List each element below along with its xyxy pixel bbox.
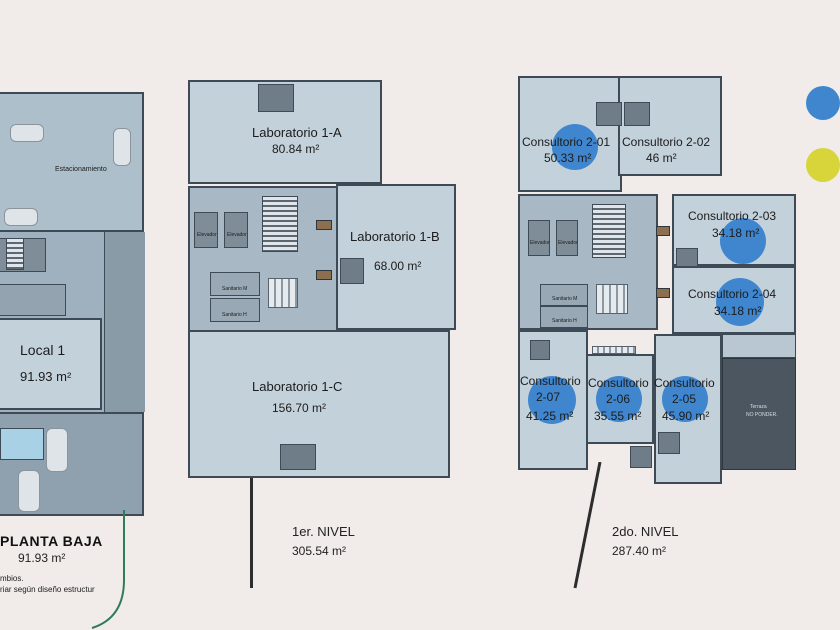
consultorio-202-room <box>618 76 722 176</box>
restroom-icon <box>280 444 316 470</box>
sanitario-h-room <box>210 298 260 322</box>
elevator-left <box>528 220 550 256</box>
local-1-area: 91.93 m² <box>20 369 72 384</box>
nivel-1-pointer-line <box>250 478 253 588</box>
consultorio-205-marker <box>662 376 708 422</box>
elevator-right <box>556 220 578 256</box>
laboratorio-1c-room <box>188 330 450 478</box>
desk-icon <box>316 270 332 280</box>
consultorio-206-marker <box>596 376 642 422</box>
consultorio-203-area: 34.18 m² <box>712 226 760 240</box>
sanitario-m-label-2: Sanitario M <box>552 296 578 302</box>
bench-row <box>596 284 628 314</box>
nivel-2-stairs <box>592 204 626 258</box>
nivel-1-stairs <box>262 196 298 252</box>
laboratorio-1b-area: 68.00 m² <box>374 259 422 273</box>
elevador-label-left-2: Elevador <box>530 240 550 246</box>
consultorio-205-name-a: Consultorio <box>654 376 715 390</box>
elevador-label-right-2: Elevador <box>558 240 578 246</box>
desk-icon <box>316 220 332 230</box>
consultorio-207-marker <box>528 376 576 424</box>
bench-row <box>268 278 298 308</box>
consultorio-204-marker <box>716 278 764 326</box>
consultorio-201-area: 50.33 m² <box>544 151 592 165</box>
terraza-label: Terraza <box>750 404 767 410</box>
balcony-strip <box>722 334 796 358</box>
consultorio-205-area: 45.90 m² <box>662 409 710 423</box>
planta-baja-note-2: riar según diseño estructur <box>0 585 95 594</box>
car-icon <box>46 428 68 472</box>
nivel-1-area: 305.54 m² <box>292 544 347 558</box>
consultorio-206-name-b: 2-06 <box>606 392 631 406</box>
local-1-room <box>0 318 102 410</box>
laboratorio-1c-area: 156.70 m² <box>272 401 327 415</box>
consultorio-203-marker <box>720 218 766 264</box>
consultorio-207-name-a: Consultorio <box>520 374 581 388</box>
desk-icon <box>656 226 670 236</box>
sanitario-m-room <box>210 272 260 296</box>
legend-blue-dot <box>806 86 840 120</box>
consultorio-205-name-b: 2-05 <box>672 392 697 406</box>
decorative-green-curve <box>91 510 125 629</box>
consultorio-202-name: Consultorio 2-02 <box>622 135 711 149</box>
laboratorio-1a-name: Laboratorio 1-A <box>252 125 342 140</box>
nivel-2-area: 287.40 m² <box>612 544 667 558</box>
laboratorio-1a-area: 80.84 m² <box>272 142 320 156</box>
planta-baja-stairs <box>6 238 24 270</box>
sanitario-m-label: Sanitario M <box>222 286 248 292</box>
sanitario-m-room-2 <box>540 284 588 306</box>
nivel-2-core <box>518 194 658 330</box>
car-icon <box>113 128 131 166</box>
sanitario-h-label: Sanitario H <box>222 312 247 318</box>
restroom-icon <box>340 258 364 284</box>
nivel-1-title: 1er. NIVEL <box>292 524 355 539</box>
consultorio-204-area: 34.18 m² <box>714 304 762 318</box>
no-ponder-label: NO PONDER. <box>746 412 778 418</box>
elevador-label-right: Elevador <box>227 232 247 238</box>
restroom-icon <box>596 102 622 126</box>
planta-baja-note-1: mbios. <box>0 574 24 583</box>
laboratorio-1b-room <box>336 184 456 330</box>
restroom-icon <box>630 446 652 468</box>
laboratorio-1c-name: Laboratorio 1-C <box>252 379 343 394</box>
planta-baja-title: PLANTA BAJA <box>0 533 103 549</box>
terraza-area <box>722 358 796 470</box>
consultorio-201-name: Consultorio 2-01 <box>522 135 611 149</box>
car-icon <box>4 208 38 226</box>
sanitario-h-room-2 <box>540 306 588 328</box>
consultorio-203-name: Consultorio 2-03 <box>688 209 777 223</box>
laboratorio-1b-name: Laboratorio 1-B <box>350 229 440 244</box>
local-1-name: Local 1 <box>20 342 66 358</box>
bench-row <box>592 346 636 354</box>
restroom-icon <box>658 432 680 454</box>
legend-yellow-dot <box>806 148 840 182</box>
restroom-icon <box>624 102 650 126</box>
consultorio-207-area: 41.25 m² <box>526 409 574 423</box>
restroom-icon <box>258 84 294 112</box>
planta-baja-restroom <box>0 284 66 316</box>
consultorio-204-name: Consultorio 2-04 <box>688 287 777 301</box>
car-icon <box>10 124 44 142</box>
estacionamiento-label: Estacionamiento <box>55 166 107 173</box>
desk-icon <box>656 288 670 298</box>
pool-area <box>0 428 44 460</box>
nivel-2-title: 2do. NIVEL <box>612 524 679 539</box>
elevator-right <box>224 212 248 248</box>
consultorio-206-name-a: Consultorio <box>588 376 649 390</box>
consultorio-202-area: 46 m² <box>646 151 677 165</box>
elevator-left <box>194 212 218 248</box>
consultorio-206-area: 35.55 m² <box>594 409 642 423</box>
nivel-2-pointer-line <box>573 462 602 589</box>
restroom-icon <box>530 340 550 360</box>
ramp-strip <box>104 232 145 412</box>
restroom-icon <box>676 248 698 268</box>
consultorio-201-marker <box>552 124 598 170</box>
elevador-label-left: Elevador <box>197 232 217 238</box>
sanitario-h-label-2: Sanitario H <box>552 318 577 324</box>
car-icon <box>18 470 40 512</box>
planta-baja-area: 91.93 m² <box>18 551 66 565</box>
consultorio-207-name-b: 2-07 <box>536 390 561 404</box>
